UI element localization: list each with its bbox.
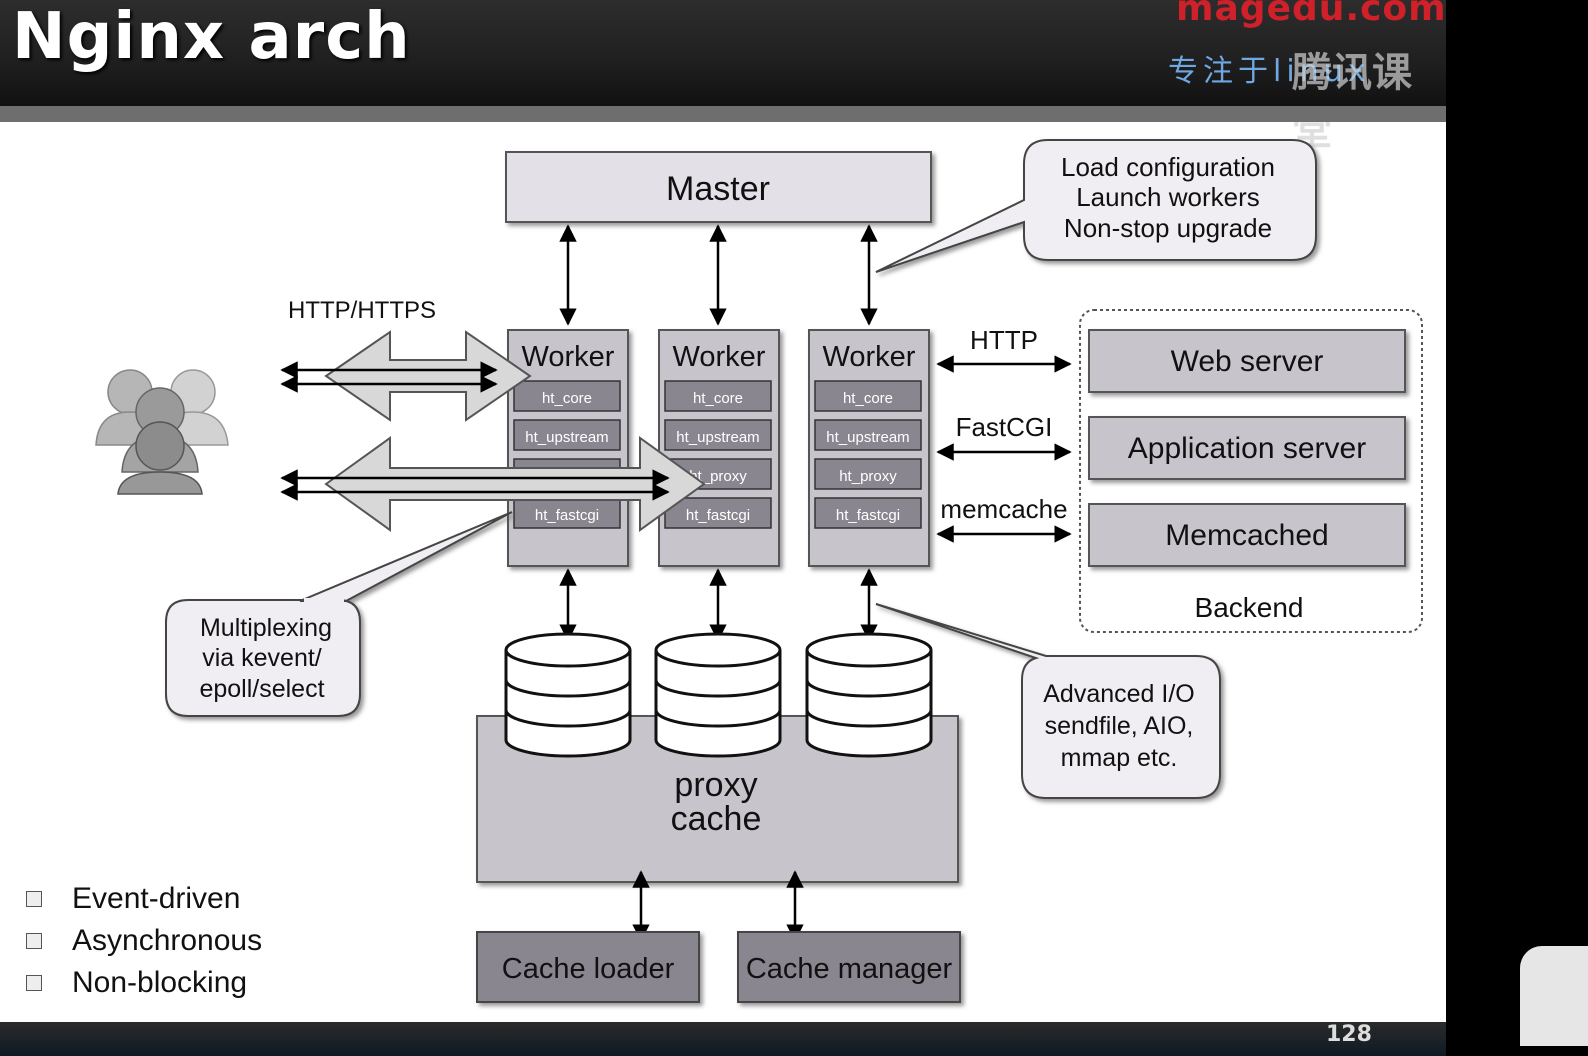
- cache-loader-label: Cache loader: [502, 953, 675, 985]
- worker-2-module-3: ht_proxy: [689, 468, 747, 485]
- slide-title: Nginx arch: [12, 0, 411, 74]
- worker-3-module-4: ht_fastcgi: [836, 507, 900, 524]
- master-callout-line-1: Load configuration: [1061, 152, 1275, 182]
- slide-header: Nginx arch magedu.com 专注于linux 腾讯课堂: [0, 0, 1446, 154]
- users-icon: [95, 369, 229, 495]
- worker-2: Worker ht_core ht_upstream ht_proxy ht_f…: [658, 329, 780, 567]
- client-protocol-label: HTTP/HTTPS: [288, 297, 436, 324]
- proxy-cache-label-2: cache: [671, 800, 762, 838]
- multiplexing-callout-line-1: Multiplexing: [200, 614, 332, 642]
- master-callout-line-2: Launch workers: [1076, 182, 1260, 212]
- master-callout-line-3: Non-stop upgrade: [1064, 213, 1272, 243]
- callout-joint: [304, 598, 344, 604]
- feature-label: Event-driven: [72, 882, 241, 915]
- worker-3-title: Worker: [823, 341, 916, 373]
- feature-list: Event-driven Asynchronous Non-blocking: [26, 878, 262, 1004]
- app-icon[interactable]: [1520, 946, 1588, 1046]
- feature-item: Event-driven: [26, 878, 262, 920]
- nginx-architecture-diagram: Master Load configuration Launch workers…: [95, 139, 1423, 1003]
- multiplexing-callout-line-3: epoll/select: [199, 675, 324, 703]
- web-server-label: Web server: [1171, 345, 1324, 378]
- header-divider: [0, 106, 1446, 122]
- worker-1-title: Worker: [522, 341, 615, 373]
- bullet-icon: [26, 975, 42, 991]
- disk-icon: [654, 632, 782, 758]
- backend-protocol-http: HTTP: [970, 325, 1038, 355]
- proxy-cache-label-1: proxy: [674, 766, 757, 804]
- application-server-box: [1088, 416, 1406, 480]
- memcached-box: [1088, 503, 1406, 567]
- client-worker-1-connection-arrow: [324, 330, 532, 422]
- worker-2-title: Worker: [673, 341, 766, 373]
- master-label: Master: [666, 170, 770, 208]
- worker-3: Worker ht_core ht_upstream ht_proxy ht_f…: [808, 329, 930, 567]
- web-server-box: [1088, 329, 1406, 393]
- worker-1-module-1: ht_core: [542, 390, 592, 407]
- worker-3-module-1: ht_core: [843, 390, 893, 407]
- advanced-io-callout: [875, 603, 1221, 799]
- video-side-panel: [1446, 0, 1588, 1056]
- memcached-label: Memcached: [1165, 519, 1328, 552]
- slide-footer: 128: [0, 1022, 1446, 1056]
- worker-2-module-1: ht_core: [693, 390, 743, 407]
- master-box: [505, 151, 932, 223]
- advanced-io-callout-line-2: sendfile, AIO,: [1045, 712, 1194, 740]
- page-number: 128: [1326, 1022, 1372, 1047]
- advanced-io-callout-line-3: mmap etc.: [1061, 744, 1178, 772]
- backend-protocol-memcache: memcache: [940, 494, 1067, 524]
- feature-item: Asynchronous: [26, 920, 262, 962]
- feature-label: Asynchronous: [72, 924, 263, 957]
- worker-3-module-2: ht_upstream: [826, 429, 909, 446]
- brand-name: magedu.com: [1176, 0, 1446, 29]
- brand-tagline: 专注于linux: [1168, 54, 1371, 89]
- cache-manager-label: Cache manager: [746, 953, 953, 985]
- multiplexing-callout-line-2: via kevent/: [202, 644, 322, 672]
- application-server-label: Application server: [1128, 432, 1366, 465]
- worker-2-module-2: ht_upstream: [676, 429, 759, 446]
- watermark: 腾讯课堂: [1292, 50, 1412, 154]
- disk-icon: [805, 632, 933, 758]
- feature-item: Non-blocking: [26, 962, 262, 1004]
- bullet-icon: [26, 933, 42, 949]
- worker-2-module-4: ht_fastcgi: [686, 507, 750, 524]
- backend-group: [1079, 309, 1423, 633]
- backend-label: Backend: [1195, 592, 1304, 623]
- worker-1: Worker ht_core ht_upstream ht_fastcgi: [507, 329, 629, 567]
- worker-3-module-3: ht_proxy: [839, 468, 897, 485]
- worker-1-module-4: ht_fastcgi: [535, 507, 599, 524]
- feature-label: Non-blocking: [72, 966, 248, 999]
- master-callout: [875, 139, 1317, 273]
- advanced-io-callout-line-1: Advanced I/O: [1043, 680, 1194, 708]
- bullet-icon: [26, 891, 42, 907]
- slide: Nginx arch magedu.com 专注于linux 腾讯课堂 Mast…: [0, 0, 1446, 1056]
- disk-icon: [504, 632, 632, 758]
- backend-protocol-fastcgi: FastCGI: [956, 412, 1053, 442]
- worker-1-module-2: ht_upstream: [525, 429, 608, 446]
- cache-loader-box: [476, 931, 700, 1003]
- cache-manager-box: [737, 931, 961, 1003]
